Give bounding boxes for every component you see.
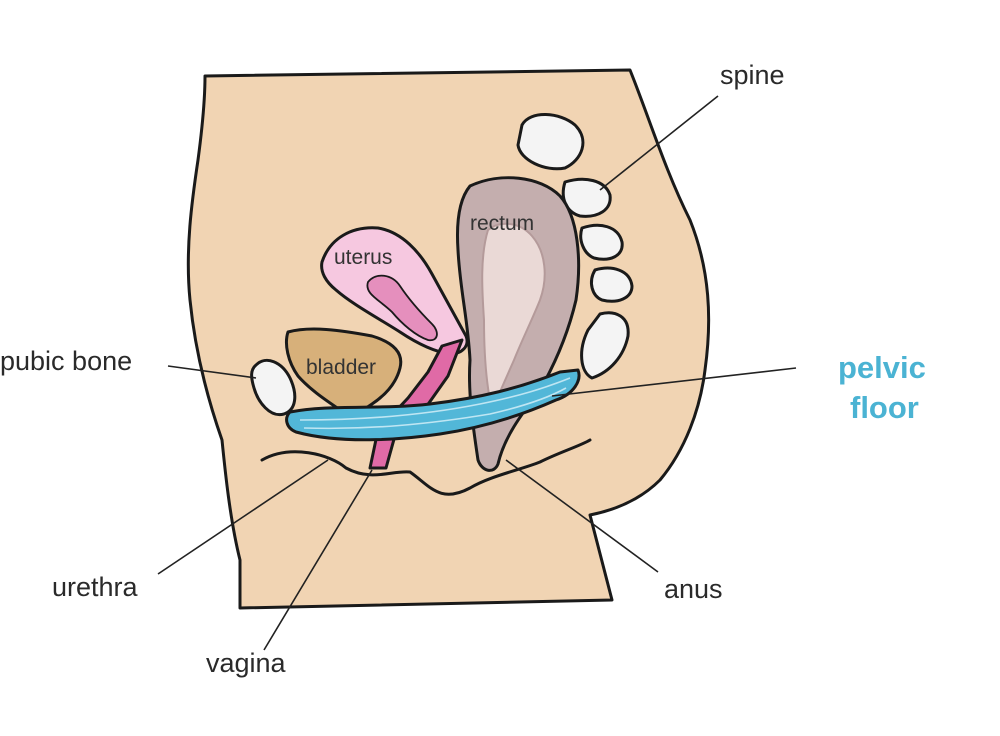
pelvic-floor-label-line2: floor (850, 390, 919, 425)
rectum-label: rectum (470, 212, 534, 235)
pelvic-floor-label-line1: pelvic (838, 350, 926, 385)
pelvic-floor-muscle (285, 368, 581, 442)
urethra-label: urethra (52, 572, 139, 602)
spine-leader (599, 95, 719, 191)
bladder-label: bladder (306, 356, 376, 379)
pubic-bone-leader (167, 365, 257, 379)
spine-label: spine (720, 60, 785, 90)
urethra-leader (157, 459, 329, 575)
vagina-label: vagina (206, 648, 287, 678)
anus-leader (505, 459, 659, 573)
perineum-outline (260, 438, 592, 496)
uterus-icon (320, 226, 469, 356)
bladder-icon (284, 327, 403, 417)
uterus-label: uterus (334, 246, 392, 269)
pubic-bone-icon (250, 359, 297, 417)
anus-label: anus (664, 574, 723, 604)
vagina-leader (263, 469, 373, 651)
pubic-bone-label: pubic bone (0, 346, 132, 376)
spine-icon (516, 113, 634, 380)
pelvic-floor-leader (551, 367, 797, 397)
